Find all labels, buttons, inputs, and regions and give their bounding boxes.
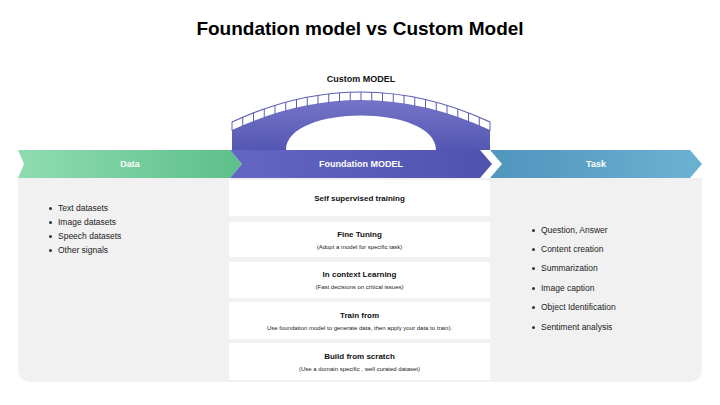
bridge-body	[232, 100, 490, 150]
railing-post	[436, 102, 437, 111]
railing-post	[371, 92, 372, 101]
railing-post	[307, 97, 308, 106]
railing-post	[457, 109, 458, 118]
railing-post	[285, 102, 286, 111]
railing-post	[242, 117, 243, 126]
railing-post	[414, 97, 415, 106]
railing-post	[382, 93, 383, 102]
railing-post	[404, 95, 405, 104]
bullet-dot	[532, 306, 535, 309]
node-note: (Fast decisions on critical issues)	[315, 284, 403, 290]
bullet-item: Sentiment analysis	[541, 322, 612, 332]
arrow-band: Task	[490, 150, 702, 178]
bullet-dot	[49, 249, 52, 252]
bullet-dot	[532, 326, 535, 329]
arrow-band: Foundation MODEL	[230, 150, 492, 178]
bullet-dot	[49, 221, 52, 224]
node-heading: Task	[586, 159, 606, 169]
railing-post	[232, 122, 233, 131]
bullet-dot	[532, 267, 535, 270]
bridge-shape: Custom MODEL	[228, 72, 494, 150]
railing-post	[275, 105, 276, 114]
node-heading: Train from	[340, 311, 379, 320]
railing-post	[296, 100, 297, 109]
railing-post	[253, 113, 254, 122]
method-box: Train fromUse foundation model to genera…	[229, 302, 490, 339]
arrow-band: Data	[18, 150, 242, 178]
bullet-item: Speech datasets	[58, 231, 121, 241]
bullet-dot	[532, 229, 535, 232]
node-heading: Build from scratch	[324, 352, 395, 361]
bullet-item: Image caption	[541, 283, 594, 293]
bullet-item: Other signals	[58, 245, 108, 255]
method-box: In context Learning (Fast decisions on cr…	[229, 262, 490, 298]
bridge-railing	[232, 92, 490, 122]
bullet-item: Question, Answer	[541, 225, 608, 235]
node-heading: Self supervised training	[314, 194, 405, 203]
band-fill	[18, 150, 242, 178]
node-heading: Custom MODEL	[327, 74, 396, 84]
band-fill	[230, 150, 492, 178]
node-heading: Foundation MODEL	[319, 159, 403, 169]
method-box: Fine Tuning (Adopt a model for specific t…	[229, 222, 490, 257]
railing-post	[339, 93, 340, 102]
railing-post	[328, 94, 329, 103]
method-box: Self supervised training	[229, 180, 490, 216]
railing-post	[361, 92, 362, 101]
bullet-item: Image datasets	[58, 217, 116, 227]
railing-post	[393, 94, 394, 103]
bullet-dot	[532, 287, 535, 290]
content-panel	[18, 178, 702, 382]
node-note: Use foundation model to generate data, t…	[267, 325, 452, 331]
railing-post	[350, 92, 351, 101]
bullet-item: Object Identification	[541, 302, 616, 312]
node-note: (Use a domain specific , well curated da…	[299, 366, 420, 372]
bullet-dot	[49, 207, 52, 210]
bullet-item: Text datasets	[58, 203, 108, 213]
node-heading: Fine Tuning	[337, 230, 382, 239]
node-heading: In context Learning	[323, 270, 397, 279]
railing-post	[447, 105, 448, 114]
diagram-title: Foundation model vs Custom Model	[0, 18, 720, 40]
bullet-dot	[532, 248, 535, 251]
railing-post	[425, 100, 426, 109]
railing-post	[490, 122, 491, 131]
node-heading: Data	[120, 159, 140, 169]
band-fill	[490, 150, 702, 178]
railing-post	[468, 113, 469, 122]
bullet-dot	[49, 235, 52, 238]
bullet-item: Content creation	[541, 244, 603, 254]
railing-post	[479, 117, 480, 126]
method-box: Build from scratch (Use a domain specific…	[229, 343, 490, 380]
bullet-item: Summarization	[541, 263, 598, 273]
railing-post	[264, 109, 265, 118]
node-note: (Adopt a model for specific task)	[317, 244, 403, 250]
railing-post	[318, 95, 319, 104]
